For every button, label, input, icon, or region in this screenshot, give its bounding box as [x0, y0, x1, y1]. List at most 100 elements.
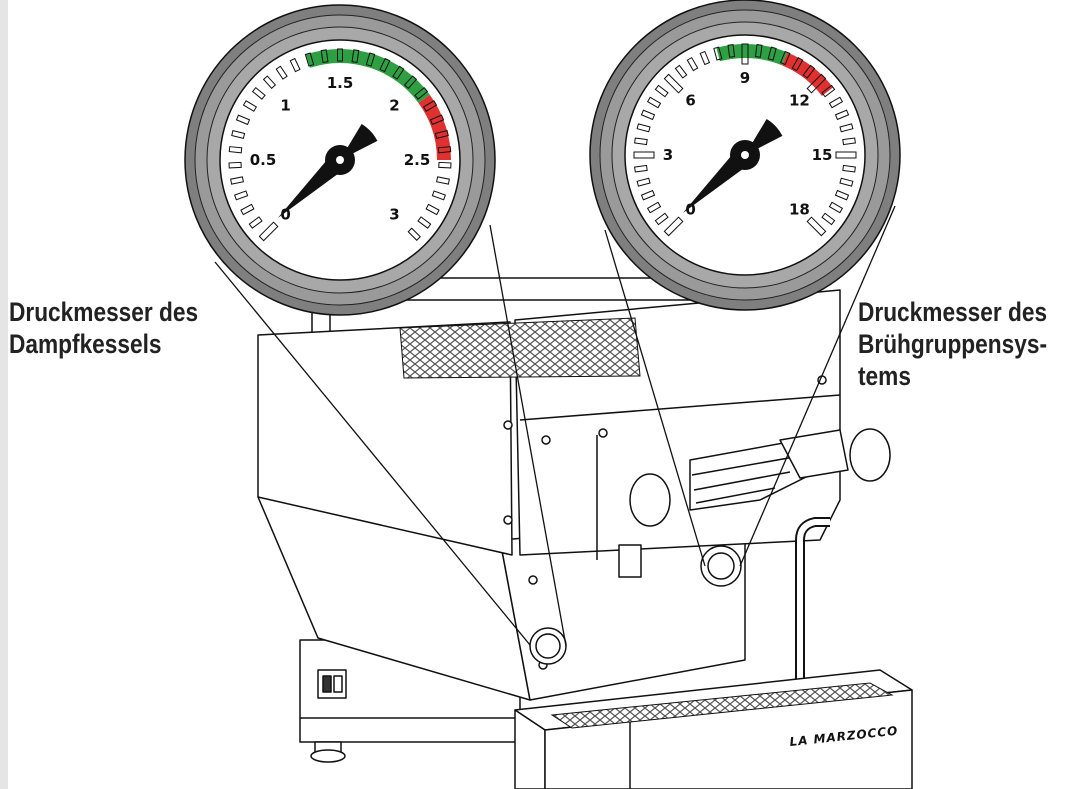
gauge-minor-tick — [228, 161, 242, 169]
gauge-major-tick — [741, 43, 749, 65]
gauge-green-zone — [305, 49, 430, 103]
gauge-minor-tick — [834, 189, 850, 201]
gauge-minor-tick — [686, 56, 699, 72]
knob-right — [849, 428, 891, 482]
gauge-minor-tick — [699, 50, 711, 66]
drip-tray-grid — [550, 682, 894, 729]
gauge-minor-tick — [365, 52, 376, 67]
gauge-minor-tick — [437, 146, 452, 154]
callout-lines — [214, 205, 896, 647]
gauge-minor-tick — [839, 123, 854, 133]
gauge-label: 2 — [389, 97, 399, 115]
gauge-label: 3 — [663, 146, 673, 164]
gauge-major-tick — [663, 73, 684, 94]
gauge-minor-tick — [828, 96, 844, 109]
gauge-minor-tick — [228, 146, 243, 154]
gauge-label: 0 — [280, 205, 290, 223]
gauge-minor-tick — [304, 52, 315, 67]
gauge-minor-tick — [842, 164, 856, 173]
gauge-minor-tick — [320, 49, 329, 64]
callout-brew-line-3: tems — [858, 361, 911, 391]
steam-boiler-gauge: 00.511.522.53 — [184, 4, 496, 316]
gauge-minor-tick — [438, 161, 452, 169]
gauge-minor-tick — [636, 177, 651, 187]
gauge-label: 1 — [280, 97, 290, 115]
gauge-minor-tick — [234, 190, 249, 201]
gauge-minor-tick — [351, 49, 360, 64]
gauge-major-tick — [633, 151, 655, 159]
gauge-minor-tick — [417, 216, 432, 229]
gauge-minor-tick — [713, 46, 723, 61]
gauge-label: 15 — [812, 146, 833, 164]
knob-left — [629, 473, 671, 527]
callout-brew-group: Druckmesser des Brühgruppensys- tems — [858, 296, 1047, 392]
gauge-label: 12 — [789, 92, 810, 110]
gauge-minor-tick — [235, 114, 251, 126]
gauge-minor-tick — [828, 201, 844, 214]
gauge-minor-tick — [654, 84, 669, 98]
gauge-minor-tick — [821, 212, 836, 226]
gauge-minor-tick — [337, 48, 343, 62]
gauge-label: 6 — [685, 92, 695, 110]
brew-group-gauge: 0 3 6 9 12 15 18 — [589, 0, 901, 311]
gauge-label: 9 — [740, 69, 750, 87]
gauge-minor-tick — [646, 201, 662, 214]
gauge-minor-tick — [414, 86, 429, 100]
gauge-minor-tick — [422, 100, 438, 112]
gauge-label: 0 — [685, 200, 695, 218]
gauge-minor-tick — [791, 56, 804, 72]
gauge-minor-tick — [821, 84, 836, 98]
gauge-minor-tick — [392, 65, 405, 80]
gauge-minor-tick — [289, 57, 301, 73]
gauge-label: 0.5 — [250, 151, 277, 169]
gauge-minor-tick — [275, 65, 288, 80]
gauge-minor-tick — [429, 114, 445, 126]
gauge-minor-tick — [242, 100, 258, 112]
gauge-minor-tick — [634, 164, 648, 173]
gauge-minor-tick — [425, 203, 440, 216]
gauge-label: 3 — [389, 205, 399, 223]
callout-brew-line-1: Druckmesser des — [858, 297, 1048, 327]
gauge-label: 1.5 — [327, 74, 354, 92]
callout-steam-boiler: Druckmesser des Dampfkessels — [9, 296, 198, 360]
gauge-minor-tick — [842, 137, 856, 146]
gauge-minor-tick — [436, 176, 450, 185]
group-arm — [779, 429, 849, 479]
gauge-minor-tick — [634, 137, 648, 146]
callout-steam-line-2: Dampfkessels — [9, 329, 162, 359]
gauge-minor-tick — [834, 109, 850, 121]
gauge-minor-tick — [636, 123, 651, 133]
gauge-minor-tick — [646, 96, 662, 109]
gauge-minor-tick — [240, 203, 255, 216]
gauge-minor-tick — [654, 212, 669, 226]
gauge-minor-tick — [434, 129, 449, 139]
gauge-minor-tick — [640, 189, 656, 201]
gauge-minor-tick — [379, 57, 391, 73]
gauge-minor-tick — [779, 50, 791, 66]
gauge-minor-tick — [754, 44, 763, 58]
gauge-minor-tick — [674, 64, 688, 79]
gauge-hub-pin — [336, 156, 344, 164]
callout-steam-line-1: Druckmesser des — [9, 297, 199, 327]
gauge-major-tick — [806, 216, 827, 237]
callout-brew-line-2: Brühgruppensys- — [858, 329, 1048, 359]
gauge-minor-tick — [839, 177, 854, 187]
machine-left-panel — [257, 321, 513, 556]
cup-tray-grid — [399, 317, 641, 379]
gauge-major-tick — [663, 216, 684, 237]
gauge-minor-tick — [640, 109, 656, 121]
gauge-minor-tick — [230, 176, 244, 185]
gauge-hub-pin — [741, 151, 749, 159]
gauge-label: 18 — [789, 200, 810, 218]
gauge-major-tick — [806, 73, 827, 94]
gauge-minor-tick — [407, 227, 421, 241]
gauge-minor-tick — [403, 75, 418, 90]
gauge-minor-tick — [727, 44, 736, 58]
gauge-major-tick — [835, 151, 857, 159]
gauge-minor-tick — [251, 86, 266, 100]
brew-spout — [618, 544, 642, 578]
gauge-minor-tick — [767, 46, 777, 61]
gauge-minor-tick — [231, 129, 246, 139]
gauge-minor-tick — [248, 216, 263, 229]
